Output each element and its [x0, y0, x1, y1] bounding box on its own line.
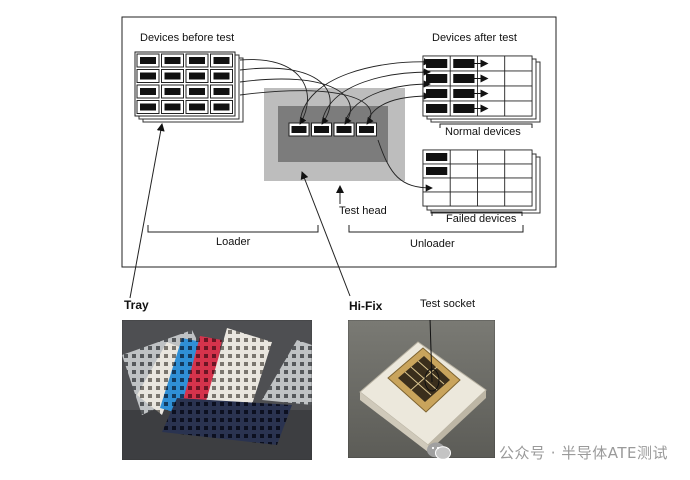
- socket-chip: [336, 126, 352, 133]
- input-device-chip: [164, 57, 181, 64]
- input-device-chip: [164, 88, 181, 95]
- unloader-label: Unloader: [410, 238, 455, 250]
- failed-tray-cell: [449, 163, 478, 179]
- normal-device-chip: [426, 59, 448, 68]
- wechat-icon: [427, 442, 451, 460]
- failed-tray-cell: [477, 163, 506, 179]
- failed-tray-cell: [504, 149, 533, 165]
- tray-label: Tray: [124, 298, 149, 312]
- loader-bracket: [147, 225, 319, 233]
- tray-right-gray: [262, 340, 312, 405]
- tray-leader-line: [129, 123, 165, 299]
- normal-device-chip: [426, 104, 448, 113]
- test-socket-devices: [288, 122, 377, 137]
- normal-devices-label: Normal devices: [445, 126, 521, 138]
- test-socket-highlight: [424, 368, 440, 392]
- socket-cells: [404, 360, 445, 396]
- hifix-leader-line: [300, 171, 351, 297]
- normal-device-chip: [453, 59, 475, 68]
- tray-photo: [122, 320, 312, 460]
- normal-device-chip: [453, 104, 475, 113]
- input-device-chip: [213, 72, 230, 80]
- failed-tray-cell: [422, 191, 451, 207]
- socket-chip: [314, 126, 329, 133]
- test-socket-label: Test socket: [420, 298, 476, 310]
- failed-tray-cell: [449, 177, 478, 193]
- failed-tray-cell: [504, 177, 533, 193]
- tray-navy: [162, 398, 292, 445]
- hifix-photo: [348, 320, 495, 458]
- failed-tray-cell: [422, 177, 451, 193]
- loader-label: Loader: [216, 236, 251, 248]
- input-device-chip: [140, 57, 156, 64]
- normal-tray-cell: [504, 70, 533, 87]
- input-device-chip: [140, 88, 156, 95]
- input-device-chip: [164, 72, 181, 80]
- unloader-bracket: [348, 225, 524, 233]
- failed-tray-cell: [449, 149, 478, 165]
- failed-device-chip: [426, 167, 448, 175]
- normal-devices-bracket: [439, 123, 533, 128]
- devices-before-test-label: Devices before test: [140, 32, 235, 44]
- normal-tray-cell: [504, 100, 533, 117]
- failed-tray-cell: [504, 191, 533, 207]
- normal-device-chip: [453, 89, 475, 98]
- failed-tray-cell: [477, 191, 506, 207]
- test-head-label: Test head: [339, 205, 387, 217]
- failed-tray-cell: [477, 177, 506, 193]
- input-device-chip: [140, 72, 156, 80]
- tray-blue: [160, 338, 202, 415]
- input-device-chip: [213, 103, 230, 111]
- input-device-chip: [213, 57, 230, 64]
- normal-tray-cell: [504, 55, 533, 72]
- failed-tray-cell: [449, 191, 478, 207]
- tray-white-left: [137, 342, 187, 415]
- normal-device-chip: [426, 89, 448, 98]
- normal-device-chip: [453, 74, 475, 83]
- normal-device-chip: [426, 74, 448, 83]
- input-device-chip: [213, 88, 230, 95]
- normal-tray-cell: [504, 85, 533, 102]
- tray-white-right: [202, 328, 272, 420]
- input-device-chip: [189, 57, 205, 64]
- socket-chip: [291, 126, 307, 133]
- input-device-chip: [140, 103, 156, 111]
- test-socket-leader-line: [429, 320, 433, 383]
- tray-red: [180, 336, 222, 418]
- failed-devices-label: Failed devices: [446, 213, 517, 225]
- socket-chip: [359, 126, 374, 133]
- input-device-chip: [189, 88, 205, 95]
- input-device-chip: [189, 72, 205, 80]
- failed-device-chip: [426, 153, 448, 161]
- unloader-flow-arrows: [299, 58, 433, 192]
- failed-tray-cell: [504, 163, 533, 179]
- watermark-text: 公众号 · 半导体ATE测试: [498, 444, 668, 462]
- failed-tray-grid: [422, 149, 533, 207]
- input-tray-devices: [136, 53, 233, 114]
- hifix-label: Hi-Fix: [349, 299, 383, 313]
- failed-tray-cell: [477, 149, 506, 165]
- input-device-chip: [189, 103, 205, 111]
- normal-tray-grid: [422, 55, 533, 117]
- devices-after-test-label: Devices after test: [432, 32, 517, 44]
- input-device-chip: [164, 103, 181, 111]
- failed-devices-bracket: [431, 211, 523, 216]
